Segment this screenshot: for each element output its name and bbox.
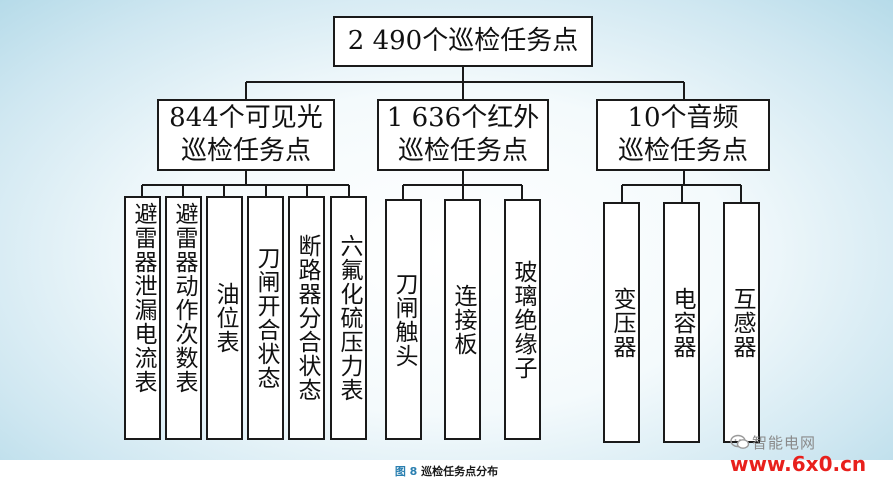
- leaf-node: 玻璃绝缘子: [504, 199, 541, 440]
- group-node-visible-light: 844个可见光 巡检任务点: [157, 99, 335, 171]
- leaf-node: 刀闸触头: [385, 199, 422, 440]
- group-label-line2: 巡检任务点: [180, 136, 311, 166]
- leaf-node: 避雷器动作次数表: [165, 196, 202, 440]
- caption-text: 巡检任务点分布: [421, 465, 499, 478]
- leaf-label: 断路器分合状态: [294, 234, 320, 402]
- diagram-canvas: 2 490个巡检任务点 844个可见光 巡检任务点 1 636个红外 巡检任务点…: [0, 0, 893, 460]
- leaf-node: 六氟化硫压力表: [330, 196, 367, 440]
- figure-caption: 图 8 巡检任务点分布: [0, 460, 893, 483]
- leaf-label: 油位表: [212, 282, 238, 354]
- leaf-label: 互感器: [729, 286, 755, 359]
- figure-number: 图 8: [394, 465, 418, 478]
- leaf-node: 变压器: [603, 202, 640, 443]
- connector-lines: [141, 66, 742, 203]
- leaf-node: 连接板: [444, 199, 481, 440]
- leaf-label: 六氟化硫压力表: [336, 234, 362, 402]
- leaf-node: 电容器: [663, 202, 700, 443]
- group-label-line2: 巡检任务点: [397, 136, 528, 166]
- group-label-line1: 844个可见光: [169, 103, 323, 133]
- leaf-label: 避雷器动作次数表: [171, 202, 197, 394]
- leaf-label: 变压器: [609, 286, 635, 359]
- watermark-url: www.6x0.cn: [730, 452, 867, 476]
- leaf-node: 刀闸开合状态: [247, 196, 284, 440]
- group-label-line1: 1 636个红外: [386, 103, 540, 133]
- watermark: 智能电网 www.6x0.cn: [730, 432, 890, 480]
- group-label-line1: 10个音频: [627, 103, 739, 133]
- wechat-icon: [730, 434, 750, 449]
- watermark-brand: 智能电网: [752, 434, 817, 452]
- leaf-node: 互感器: [723, 202, 760, 443]
- group-node-audio: 10个音频 巡检任务点: [596, 99, 770, 171]
- leaf-label: 玻璃绝缘子: [510, 259, 536, 380]
- leaf-node: 油位表: [206, 196, 243, 440]
- root-label: 2 490个巡检任务点: [347, 26, 579, 56]
- group-node-infrared: 1 636个红外 巡检任务点: [377, 99, 549, 171]
- group-label-line2: 巡检任务点: [617, 136, 748, 166]
- leaf-node: 断路器分合状态: [288, 196, 325, 440]
- leaf-label: 电容器: [669, 286, 695, 359]
- leaf-label: 连接板: [450, 283, 476, 356]
- leaf-node: 避雷器泄漏电流表: [124, 196, 161, 440]
- leaf-label: 刀闸开合状态: [253, 246, 279, 390]
- leaf-label: 避雷器泄漏电流表: [130, 202, 156, 394]
- leaf-label: 刀闸触头: [391, 271, 417, 368]
- root-node: 2 490个巡检任务点: [333, 16, 593, 67]
